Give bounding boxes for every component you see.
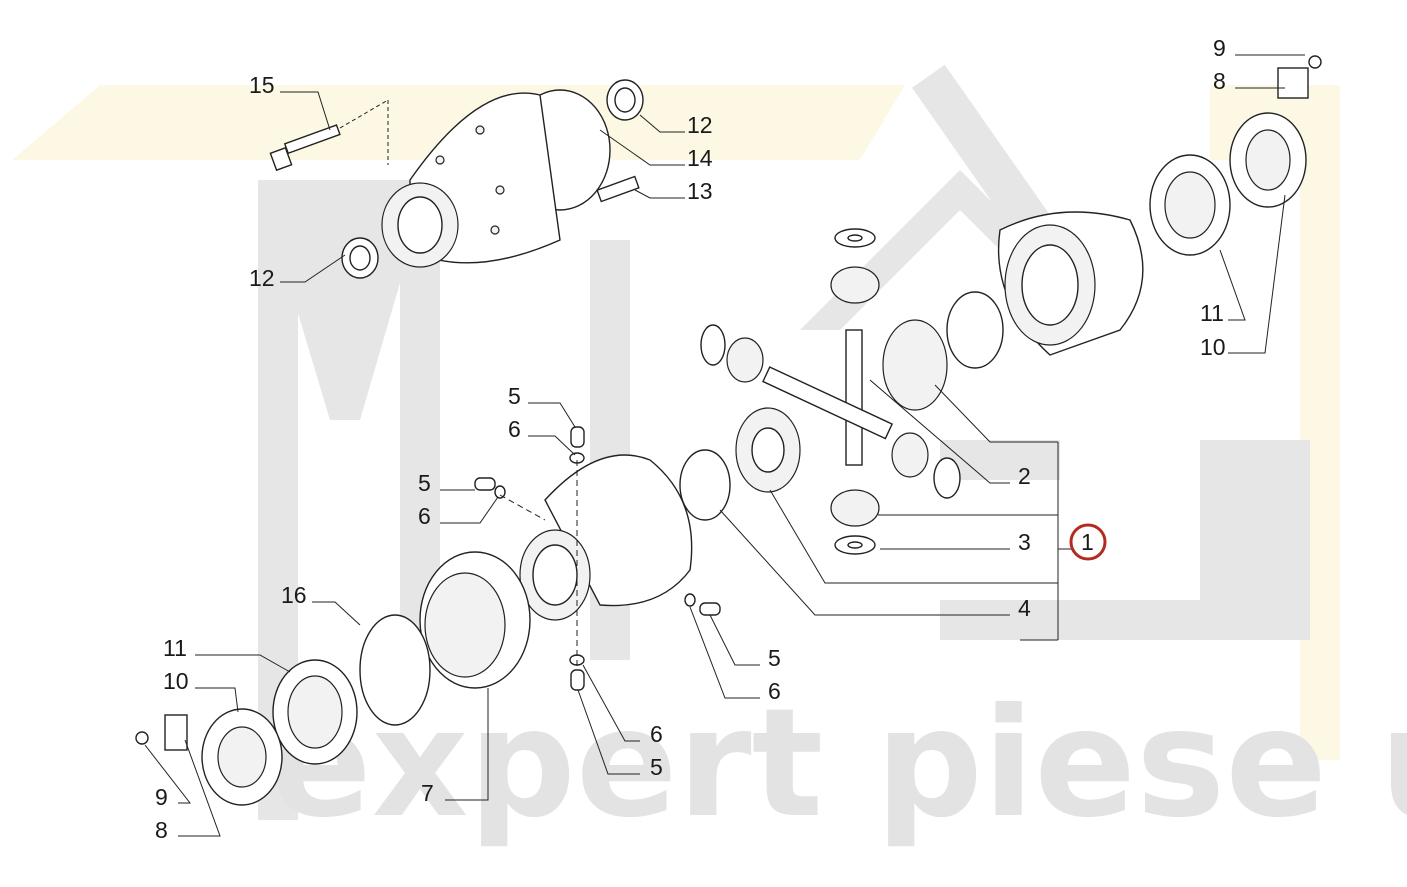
callout-6-right: 6 — [768, 678, 781, 704]
callout-11-right: 11 — [1200, 300, 1224, 326]
callout-6-bottom: 6 — [650, 721, 663, 747]
callout-9-right: 9 — [1213, 35, 1226, 61]
washer-3-bottom — [834, 535, 876, 555]
callout-5-right: 5 — [768, 645, 781, 671]
washer-3-top — [834, 228, 876, 248]
pinion-gear-right — [891, 432, 929, 478]
bushing-12-left — [341, 237, 379, 279]
watermark-text: expert piese utilaje — [270, 677, 1407, 851]
parts — [135, 55, 1322, 806]
callout-10-right: 10 — [1200, 334, 1226, 360]
callout-7: 7 — [421, 780, 434, 806]
callout-10-left: 10 — [163, 668, 189, 694]
bracket-8-left — [164, 714, 188, 751]
callout-15: 15 — [249, 72, 275, 98]
screw-9-right — [1308, 55, 1322, 69]
sleeve-7 — [419, 551, 531, 689]
callout-13: 13 — [687, 178, 713, 204]
callout-9-left: 9 — [155, 784, 168, 810]
callout-12-left: 12 — [249, 265, 275, 291]
callout-5-bottom: 5 — [650, 754, 663, 780]
plug-5-right — [699, 602, 721, 616]
callout-6-top: 6 — [508, 416, 521, 442]
callout-11-left: 11 — [163, 635, 187, 661]
bolt-15 — [269, 124, 341, 172]
ring-nut-10-right — [1229, 112, 1307, 208]
plug-5-top — [570, 426, 585, 448]
callout-6-left: 6 — [418, 503, 431, 529]
callout-8-right: 8 — [1213, 68, 1226, 94]
callout-2: 2 — [1018, 463, 1031, 489]
pinion-gear-top — [830, 266, 880, 304]
callout-3: 3 — [1018, 529, 1031, 555]
differential-housing-top — [381, 89, 611, 268]
thrust-washer-4-left — [679, 449, 731, 521]
callout-1: 1 — [1081, 529, 1094, 555]
washer-right — [933, 457, 961, 499]
washer-left — [700, 324, 726, 366]
bracket-8-right — [1277, 67, 1309, 99]
callout-5-top: 5 — [508, 383, 521, 409]
ring-nut-10-left — [201, 708, 283, 806]
side-gear-right — [882, 319, 948, 411]
o-ring-6-right — [684, 593, 696, 607]
snap-ring-16 — [359, 614, 431, 726]
differential-housing-right — [997, 211, 1144, 356]
bushing-12-top — [606, 79, 644, 121]
screw-9-left — [135, 731, 149, 745]
o-ring-6-left — [494, 485, 506, 499]
callout-14: 14 — [687, 145, 713, 171]
callout-labels: 15 12 14 13 12 9 8 11 10 5 6 5 6 2 3 1 4… — [155, 35, 1226, 843]
callout-4: 4 — [1018, 595, 1031, 621]
bearing-11-left — [272, 659, 358, 765]
callout-12-top: 12 — [687, 112, 713, 138]
shaft-2 — [762, 329, 894, 466]
callout-8-left: 8 — [155, 817, 168, 843]
thrust-washer-4-right — [946, 291, 1004, 369]
bearing-11-right — [1149, 154, 1231, 256]
pin-13 — [596, 175, 640, 203]
callout-16: 16 — [281, 582, 307, 608]
leader-lines — [144, 54, 1305, 837]
pinion-gear-bottom — [830, 489, 880, 527]
pinion-gear-left — [726, 337, 764, 383]
plug-5-left — [474, 477, 496, 491]
differential-housing-bottom — [519, 454, 693, 621]
plug-5-bottom — [570, 669, 585, 691]
callout-5-left: 5 — [418, 470, 431, 496]
callout-1-circle — [1069, 523, 1107, 561]
side-gear-left — [735, 407, 801, 493]
